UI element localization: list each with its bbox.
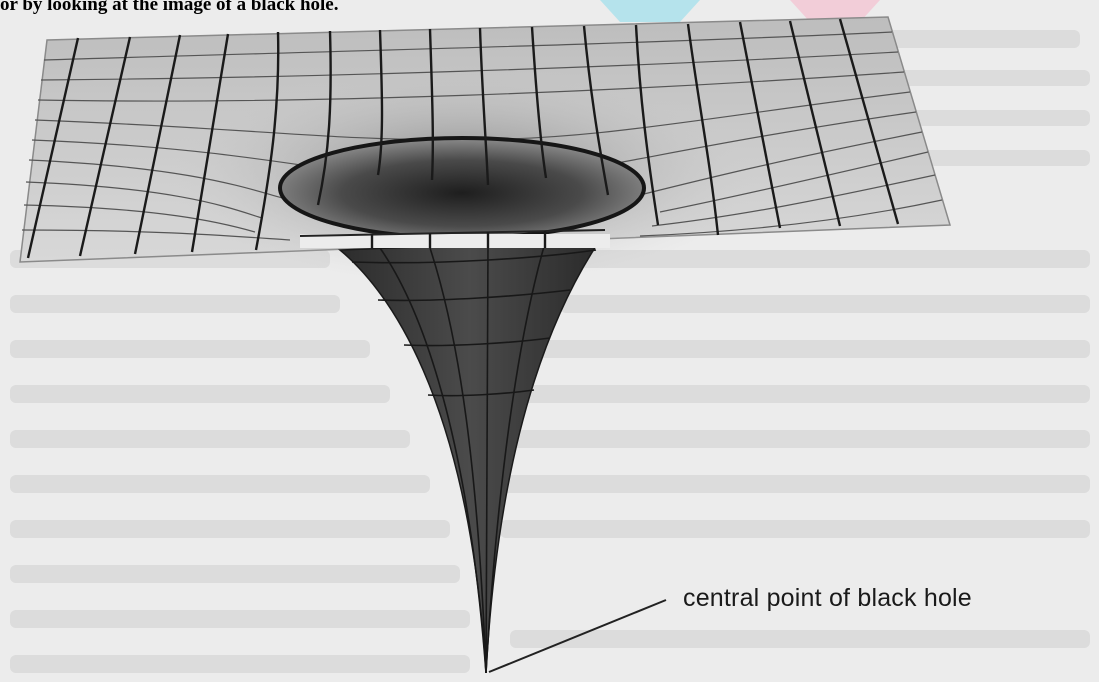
front-lip-grid (370, 231, 547, 248)
sheet-grid-vertical (26, 18, 900, 259)
accent-stripe-pink (790, 0, 880, 22)
opening-front-edge (300, 234, 610, 248)
callout-label-central-point: central point of black hole (683, 584, 972, 612)
funnel-grid-lines (351, 242, 597, 674)
sheet-grid-horizontal (21, 31, 943, 241)
figure-caption: or by looking at the image of a black ho… (0, 0, 339, 15)
accent-stripe-cyan (600, 0, 700, 22)
event-horizon-opening (278, 136, 646, 240)
callout-leader-line (488, 599, 667, 673)
opening-front-lip (299, 229, 606, 237)
